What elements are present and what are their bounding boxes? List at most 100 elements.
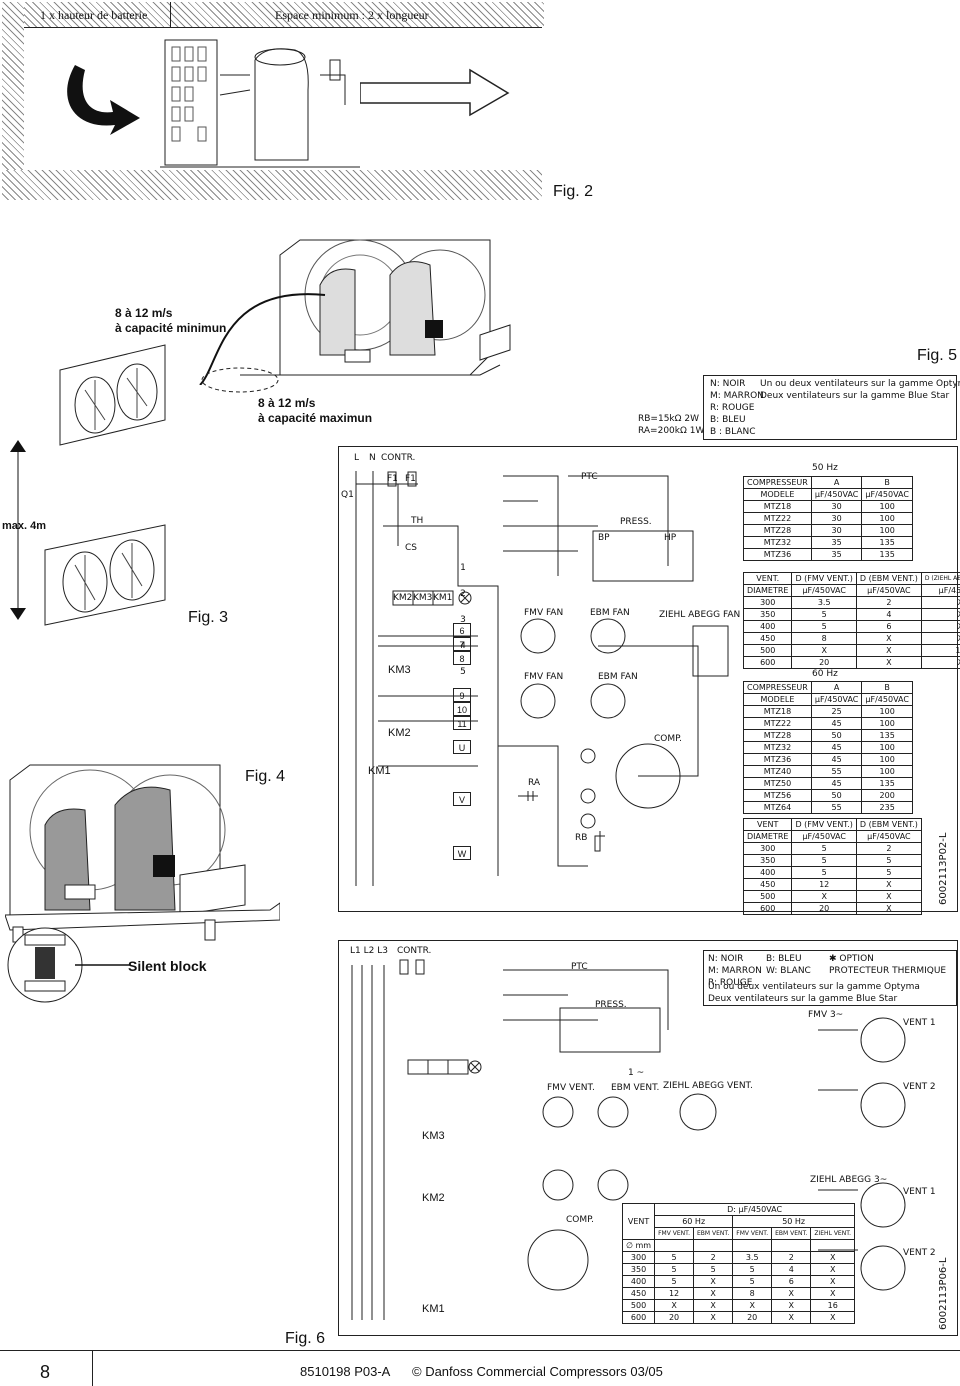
- table-cell: 400: [621, 1275, 656, 1288]
- fig5-legend-item: B: BLEU: [710, 415, 746, 425]
- fig5-label-f1a: F1: [387, 474, 398, 484]
- fig5-label-ziehl-fan: ZIEHL ABEGG FAN: [659, 610, 741, 620]
- table-cell: MTZ56: [743, 789, 812, 802]
- fig5-label-ptc: PTC: [581, 472, 598, 482]
- table-subheader: μF/450VAC: [861, 488, 913, 501]
- table-cell: X: [791, 644, 857, 657]
- document-reference: 8510198 P03-A: [300, 1364, 391, 1379]
- terminal-u: U: [453, 740, 471, 754]
- table-cell: 5: [692, 1263, 734, 1276]
- table-cell: X: [920, 656, 960, 669]
- table-cell: X: [810, 1251, 856, 1264]
- table-subheader: μF/450VAC: [855, 584, 922, 597]
- fig5-label-rb: RB: [575, 833, 588, 843]
- table-cell: 200: [861, 789, 913, 802]
- fig6-label-ziehl-vent: ZIEHL ABEGG VENT.: [663, 1081, 753, 1091]
- svg-text:2: 2: [460, 589, 466, 599]
- fig6-label-km3: KM3: [422, 1130, 445, 1142]
- table-cell: 5: [791, 854, 857, 867]
- table-cell: 350: [621, 1263, 656, 1276]
- table-subheader: μF/450VAC: [861, 693, 913, 706]
- fig5-label-ebm-fan: EBM FAN: [590, 608, 630, 618]
- fig4-caption: Fig. 4: [245, 768, 286, 785]
- fig2-label-height: 1 x hauteur de batterie: [40, 8, 148, 22]
- table-subheader: μF/450VAC: [920, 584, 960, 597]
- table-cell: 2: [771, 1251, 812, 1264]
- table-cell: X: [810, 1287, 856, 1300]
- table-cell: MTZ36: [743, 753, 812, 766]
- fig5-terminal-block: 6 7 8: [453, 623, 471, 665]
- fig3-ambient-ellipse: [201, 367, 279, 393]
- table-cell: 2: [692, 1251, 734, 1264]
- table-cell: 500: [742, 644, 793, 657]
- table-cell: X: [692, 1311, 734, 1324]
- table-header: A: [810, 476, 863, 489]
- table-cell: 5: [732, 1275, 773, 1288]
- terminal-v: V: [453, 792, 471, 806]
- table-header: D (FMV VENT.): [791, 572, 857, 585]
- table-cell: MTZ32: [743, 741, 812, 754]
- fig6-legend-item: PROTECTEUR THERMIQUE: [829, 966, 947, 976]
- fig2-airflow-arrow-curved: [67, 65, 140, 135]
- table-cell: MTZ22: [743, 717, 812, 730]
- table-cell: X: [810, 1275, 856, 1288]
- fig5-table-vent-50: VENT.D (FMV VENT.)D (EBM VENT.)D (ZIEHL …: [742, 572, 960, 669]
- fig5-label-press: PRESS.: [620, 517, 652, 527]
- table-cell: X: [771, 1287, 812, 1300]
- fig6-label-ptc: PTC: [571, 962, 588, 972]
- table-header: 60 Hz: [654, 1215, 734, 1228]
- fig5-legend-item: M: MARRON: [710, 391, 764, 401]
- table-header: EBM VENT.: [771, 1227, 812, 1240]
- table-cell: 12: [791, 878, 857, 891]
- fig2-ceiling-line: [24, 27, 542, 28]
- table-cell: 100: [861, 717, 913, 730]
- table-cell: MTZ32: [743, 536, 812, 549]
- table-cell: 450: [621, 1287, 656, 1300]
- fig6-label-press: PRESS.: [595, 1000, 627, 1010]
- fig5-label-comp: COMP.: [654, 734, 683, 744]
- table-cell: 50: [810, 789, 863, 802]
- table-cell: X: [920, 620, 960, 633]
- table-subheader: μF/450VAC: [855, 830, 922, 843]
- table-cell: 3.5: [732, 1251, 773, 1264]
- table-cell: 20: [654, 1311, 694, 1324]
- table-subheader: μF/450VAC: [810, 488, 863, 501]
- table-cell: 2: [855, 596, 922, 609]
- table-cell: X: [692, 1287, 734, 1300]
- fig6-label-vent2: VENT 2: [903, 1082, 936, 1092]
- table-cell: 30: [810, 524, 863, 537]
- table-cell: 4: [855, 608, 922, 621]
- table-cell: 35: [810, 548, 863, 561]
- table-cell: 5: [732, 1263, 773, 1276]
- table-cell: 135: [861, 536, 913, 549]
- terminal: 7: [453, 637, 471, 651]
- table-subheader: μF/450VAC: [810, 693, 863, 706]
- table-header: A: [810, 681, 863, 694]
- table-header: D (EBM VENT.): [855, 818, 922, 831]
- fig5-schematic-frame: [338, 446, 958, 912]
- table-cell: X: [855, 902, 922, 915]
- table-cell: X: [654, 1299, 694, 1312]
- table-cell: 6: [855, 620, 922, 633]
- table-cell: MTZ28: [743, 729, 812, 742]
- silent-block-label: Silent block: [128, 958, 207, 974]
- fig3-speed-max-1: 8 à 12 m/s: [258, 396, 316, 410]
- fig6-label-km2: KM2: [422, 1192, 445, 1204]
- svg-text:1: 1: [460, 563, 466, 573]
- fig5-label-km1: KM1: [433, 593, 453, 603]
- fig3-height-arrow: [10, 440, 26, 620]
- table-header: VENT: [621, 1203, 656, 1240]
- fig2-label-space: Espace minimum : 2 x longueur: [275, 8, 429, 22]
- fig5-label-ra: RA: [528, 778, 541, 788]
- table-cell: 20: [791, 656, 857, 669]
- table-cell: 4: [771, 1263, 812, 1276]
- table-cell: X: [771, 1299, 812, 1312]
- silent-block-detail: [7, 927, 83, 1003]
- table-cell: 45: [810, 717, 863, 730]
- table-cell: 45: [810, 777, 863, 790]
- table-cell: MTZ50: [743, 777, 812, 790]
- table-cell: 400: [742, 866, 793, 879]
- fig2-dim-line: [170, 2, 171, 28]
